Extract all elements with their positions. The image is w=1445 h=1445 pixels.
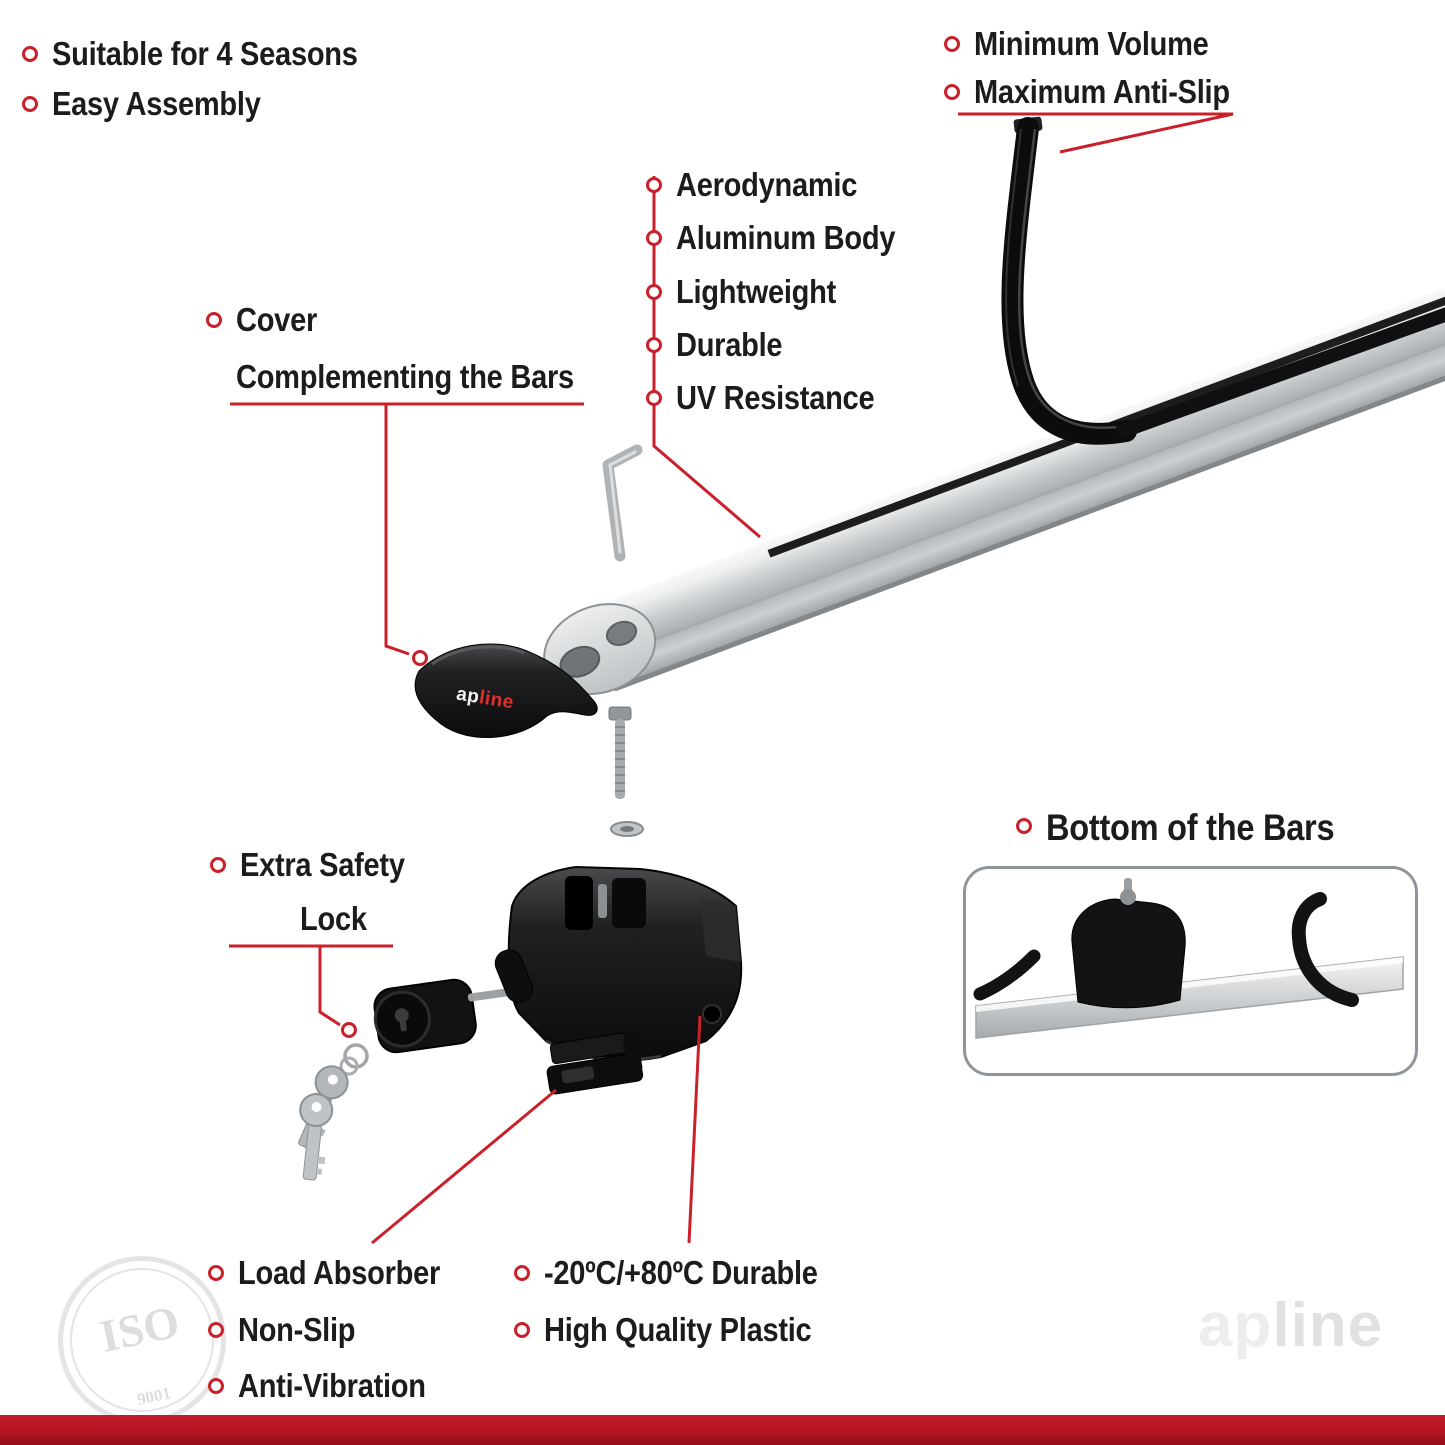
feature-label: Anti-Vibration [238,1367,426,1404]
inset-illustration [973,878,1404,1039]
feature-label: Aluminum Body [676,219,896,256]
leader-lines [229,112,1234,1245]
feature-row: Non-Slip [208,1310,371,1350]
bullet-icon [208,1378,224,1394]
keys [298,1043,369,1181]
load-absorber-bracket [546,1032,644,1095]
bottom-bars-inset [963,866,1418,1076]
footer-band [0,1415,1445,1445]
bullet-icon [944,36,960,52]
feature-label: Non-Slip [238,1311,356,1348]
bolt [608,706,632,799]
lock-cylinder [373,949,534,1054]
inset-strip-right [1291,892,1359,1007]
feature-row: Anti-Vibration [208,1366,451,1406]
bullet-icon [210,857,226,873]
cover-label: Cover [206,300,328,340]
clamp-foot [507,865,743,1062]
allen-key [602,444,643,562]
feature-row: Aluminum Body [646,218,925,258]
brand-watermark: apline [1198,1291,1384,1360]
inset-clamp [1071,898,1186,1009]
feature-label: -20ºC/+80ºC Durable [544,1254,818,1291]
feature-row: Aerodynamic [646,165,882,205]
feature-label: UV Resistance [676,379,875,416]
rubber-strip [1001,116,1445,445]
inset-bar [975,956,1404,1039]
bullet-icon [206,312,222,328]
feature-label: Durable [676,326,783,363]
bullet-icon [208,1265,224,1281]
bullet-icon [22,96,38,112]
bullet-icon [22,46,38,62]
bullet-icon [944,84,960,100]
feature-label: Minimum Volume [974,25,1209,62]
inset-strip-left [973,949,1041,1001]
feature-row: Easy Assembly [22,84,289,124]
feature-row: Maximum Anti-Slip [944,72,1265,112]
feature-row: Durable [646,325,797,365]
bullet-icon [514,1265,530,1281]
feature-row: Load Absorber [208,1253,468,1293]
bullet-icon [646,284,662,300]
inset-title: Bottom of the Bars [1016,806,1374,850]
feature-label: Maximum Anti-Slip [974,73,1230,110]
feature-label: Load Absorber [238,1254,441,1291]
feature-label: Lightweight [676,273,837,310]
feature-row: Lightweight [646,272,858,312]
feature-label: Aerodynamic [676,166,858,203]
feature-row: -20ºC/+80ºC Durable [514,1253,855,1293]
bullet-icon [646,230,662,246]
bullet-icon [646,390,662,406]
bar-groove [767,224,1445,558]
feature-label: Suitable for 4 Seasons [52,35,358,72]
feature-row: Minimum Volume [944,24,1241,64]
bullet-icon [1016,818,1032,834]
bullet-icon [208,1322,224,1338]
safety-lock-label: Extra Safety [210,845,427,885]
feature-row: UV Resistance [646,378,901,418]
bullet-icon [646,177,662,193]
feature-row: High Quality Plastic [514,1310,848,1350]
feature-label: High Quality Plastic [544,1311,812,1348]
cover-part [414,643,598,739]
feature-row: Suitable for 4 Seasons [22,34,399,74]
bullet-icon [514,1322,530,1338]
safety-lock-label-line2: Lock [300,900,367,937]
bullet-icon [646,337,662,353]
cover-label-line2: Complementing the Bars [236,358,574,395]
washer [610,821,644,837]
feature-label: Easy Assembly [52,85,261,122]
